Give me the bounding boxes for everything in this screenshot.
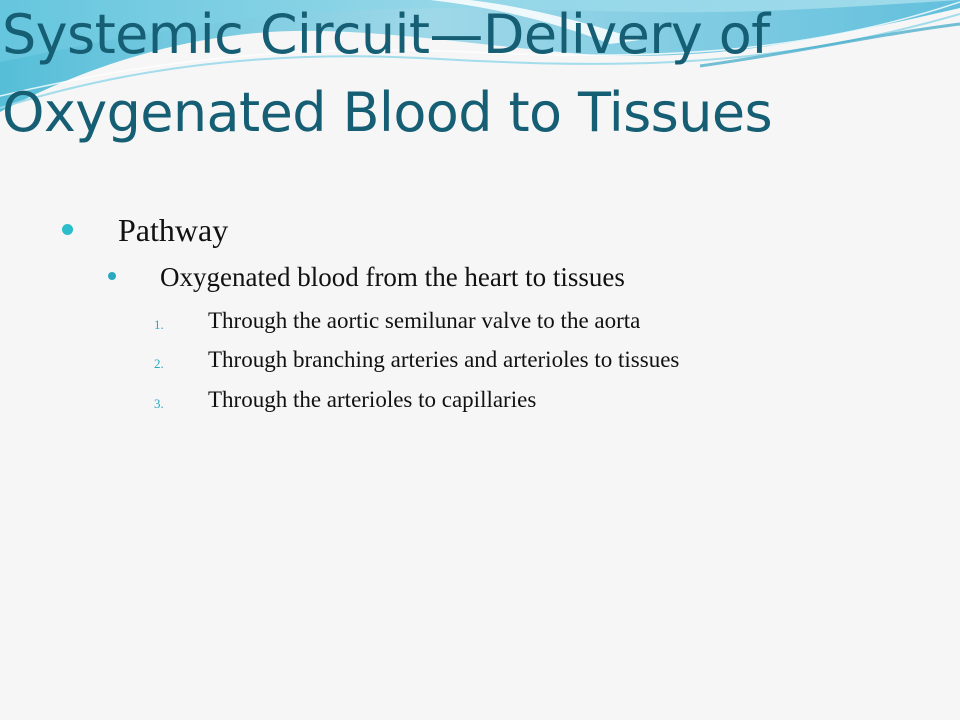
bullet-dot-icon — [62, 224, 73, 235]
slide-title: Systemic Circuit—Delivery of Oxygenated … — [2, 3, 773, 144]
item-text: Through the aortic semilunar valve to th… — [208, 308, 641, 333]
item-number: 2. — [154, 356, 164, 371]
header-wave-decoration — [0, 0, 960, 112]
sub-bullet-text: Oxygenated blood from the heart to tissu… — [160, 262, 625, 292]
bullet-dot-icon — [108, 272, 116, 280]
item-number: 3. — [154, 396, 164, 411]
item-text: Through the arterioles to capillaries — [208, 387, 537, 412]
item-number: 1. — [154, 317, 164, 332]
bullet-text: Pathway — [118, 212, 229, 248]
item-text: Through branching arteries and arteriole… — [208, 347, 680, 372]
